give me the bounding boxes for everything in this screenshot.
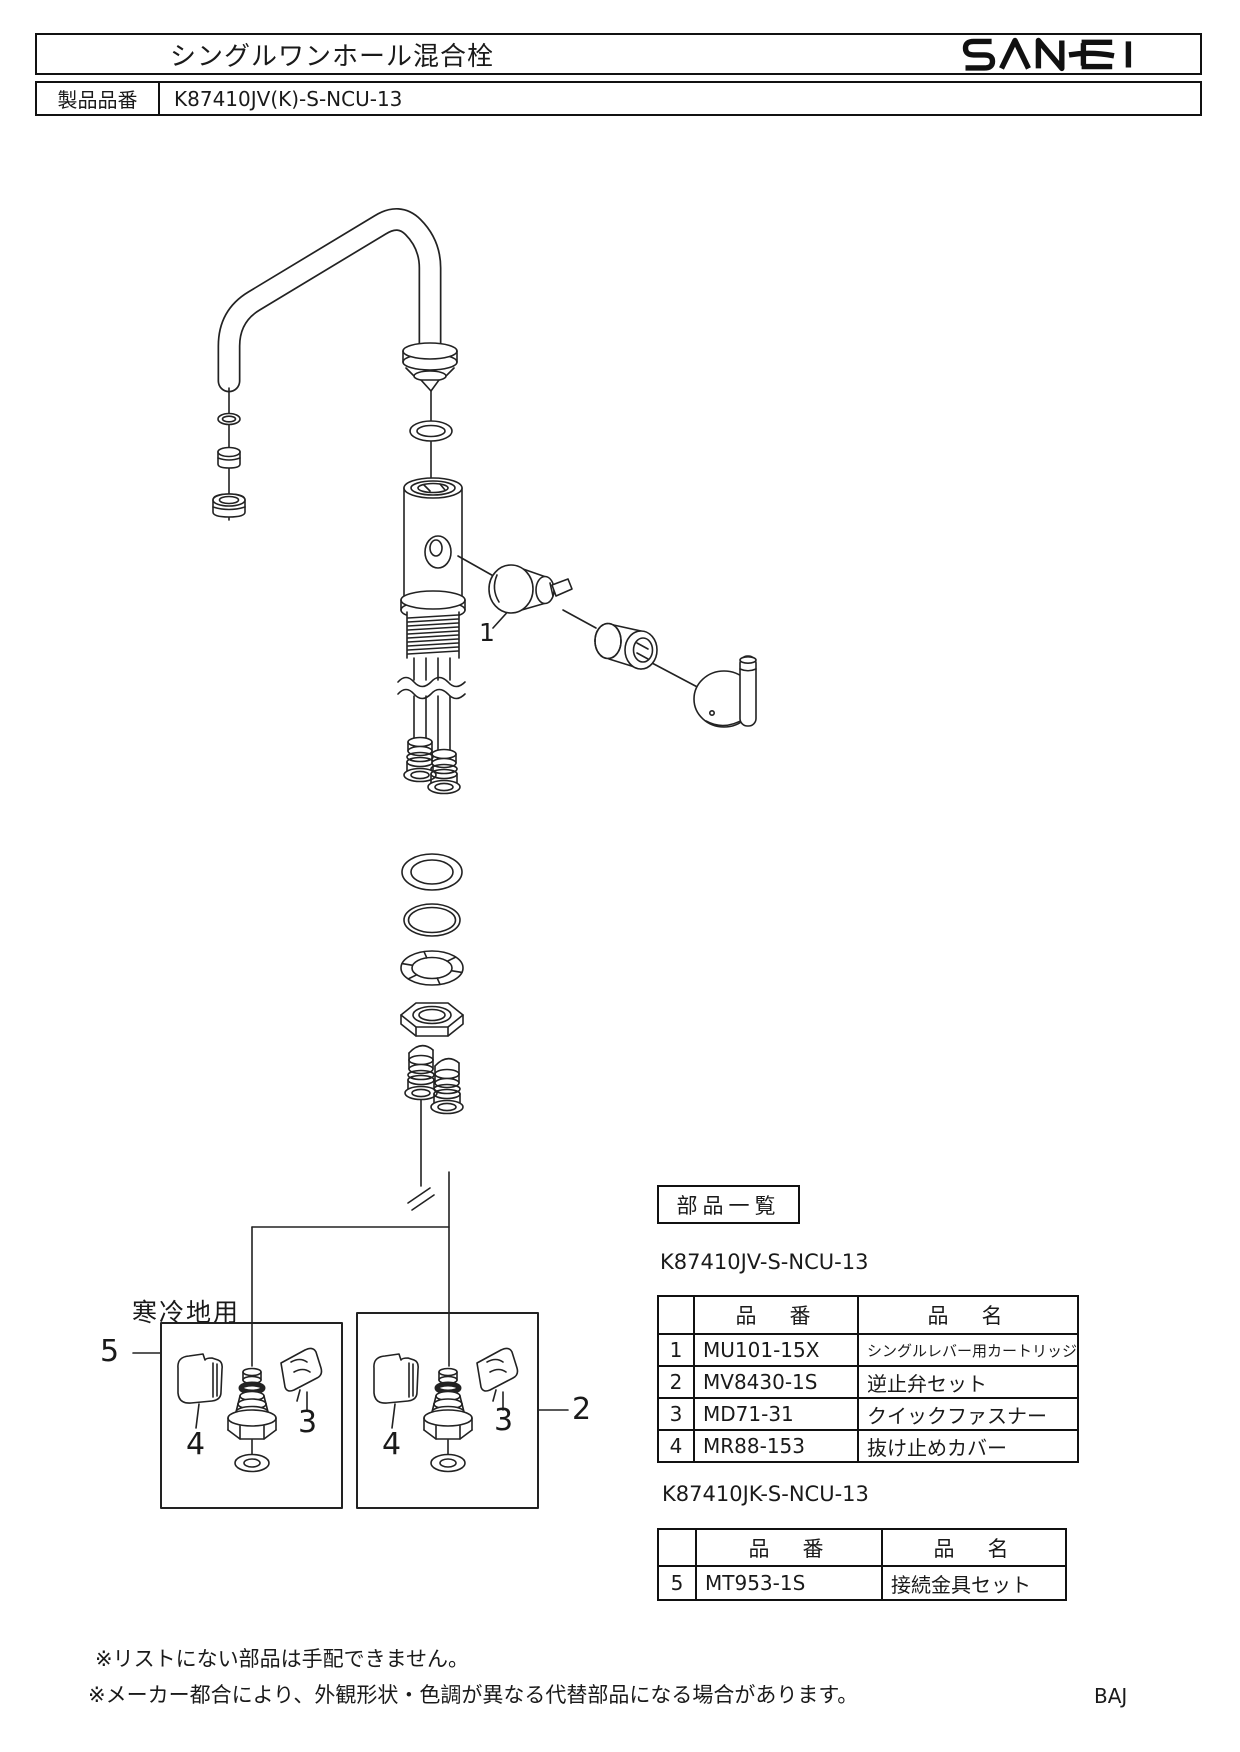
parts-list-title: 部品一覧 xyxy=(657,1185,800,1224)
product-number-row: 製品品番 K87410JV(K)-S-NCU-13 xyxy=(35,81,1202,116)
product-number-label: 製品品番 xyxy=(37,83,160,114)
parts-table-jv: 品 番 品 名 1 MU101-15X シングルレバー用カートリッジ 2 MV8… xyxy=(657,1295,1080,1463)
callout-4-left: 4 xyxy=(186,1427,206,1462)
model-heading-jv: K87410JV-S-NCU-13 xyxy=(660,1250,869,1274)
product-number-value: K87410JV(K)-S-NCU-13 xyxy=(174,86,403,111)
callout-2: 2 xyxy=(572,1392,592,1427)
cell-name: クイックファスナー xyxy=(856,1397,1080,1431)
faucet-body xyxy=(400,477,466,659)
callout-4-right: 4 xyxy=(382,1427,402,1462)
page-title: シングルワンホール混合栓 xyxy=(170,41,495,72)
table-header-row: 品 番 品 名 xyxy=(657,1528,1067,1567)
cell-code: MR88-153 xyxy=(693,1429,859,1463)
note-1: ※リストにない部品は手配できません。 xyxy=(95,1647,469,1671)
assembly-axis-lines xyxy=(457,555,704,691)
cell-name: 抜け止めカバー xyxy=(856,1429,1080,1463)
callout-1: 1 xyxy=(479,618,495,647)
header-name: 品 名 xyxy=(856,1295,1080,1335)
cell-name: シングルレバー用カートリッジ xyxy=(856,1333,1080,1367)
supply-hoses-lower xyxy=(404,1044,464,1115)
cell-code: MU101-15X xyxy=(693,1333,859,1367)
cell-code: MD71-31 xyxy=(693,1397,859,1431)
callout-3-left: 3 xyxy=(298,1405,318,1440)
cold-region-box xyxy=(160,1322,343,1509)
cell-no: 5 xyxy=(657,1565,697,1601)
header-code: 品 番 xyxy=(693,1295,859,1335)
callout-3-right: 3 xyxy=(494,1403,514,1438)
cell-no: 3 xyxy=(657,1397,695,1431)
header-no xyxy=(657,1528,697,1567)
cell-name: 逆止弁セット xyxy=(856,1365,1080,1399)
note-2: ※メーカー都合により、外観形状・色調が異なる代替部品になる場合があります。 xyxy=(88,1683,859,1707)
cell-name: 接続金具セット xyxy=(881,1565,1067,1601)
doc-code: BAJ xyxy=(1094,1684,1128,1708)
table-row: 3 MD71-31 クイックファスナー xyxy=(657,1397,1080,1431)
cell-code: MV8430-1S xyxy=(693,1365,859,1399)
model-heading-jk: K87410JK-S-NCU-13 xyxy=(662,1482,869,1506)
leader-lines xyxy=(132,1099,569,1411)
spout-washers xyxy=(212,387,246,521)
sanei-logo xyxy=(962,37,1132,72)
callout-5: 5 xyxy=(100,1334,120,1369)
standard-parts-box xyxy=(356,1312,539,1509)
table-row: 1 MU101-15X シングルレバー用カートリッジ xyxy=(657,1333,1080,1367)
body-o-ring xyxy=(409,390,453,479)
header-name: 品 名 xyxy=(881,1528,1067,1567)
cell-code: MT953-1S xyxy=(695,1565,883,1601)
cell-no: 4 xyxy=(657,1429,695,1463)
supply-hoses-upper xyxy=(397,657,466,795)
table-header-row: 品 番 品 名 xyxy=(657,1295,1080,1335)
spout xyxy=(217,208,458,393)
lock-nut xyxy=(400,1002,464,1037)
cold-region-label: 寒冷地用 xyxy=(132,1298,241,1327)
table-row: 4 MR88-153 抜け止めカバー xyxy=(657,1429,1080,1463)
cell-no: 1 xyxy=(657,1333,695,1367)
table-row: 5 MT953-1S 接続金具セット xyxy=(657,1565,1067,1601)
header-bar: シングルワンホール混合栓 xyxy=(35,33,1202,75)
table-row: 2 MV8430-1S 逆止弁セット xyxy=(657,1365,1080,1399)
header-code: 品 番 xyxy=(695,1528,883,1567)
cartridge xyxy=(488,564,573,614)
cell-no: 2 xyxy=(657,1365,695,1399)
handle xyxy=(693,655,757,728)
mounting-washers xyxy=(400,853,464,986)
header-no xyxy=(657,1295,695,1335)
parts-table-jk: 品 番 品 名 5 MT953-1S 接続金具セット xyxy=(657,1528,1067,1601)
cap-nut xyxy=(594,622,658,670)
